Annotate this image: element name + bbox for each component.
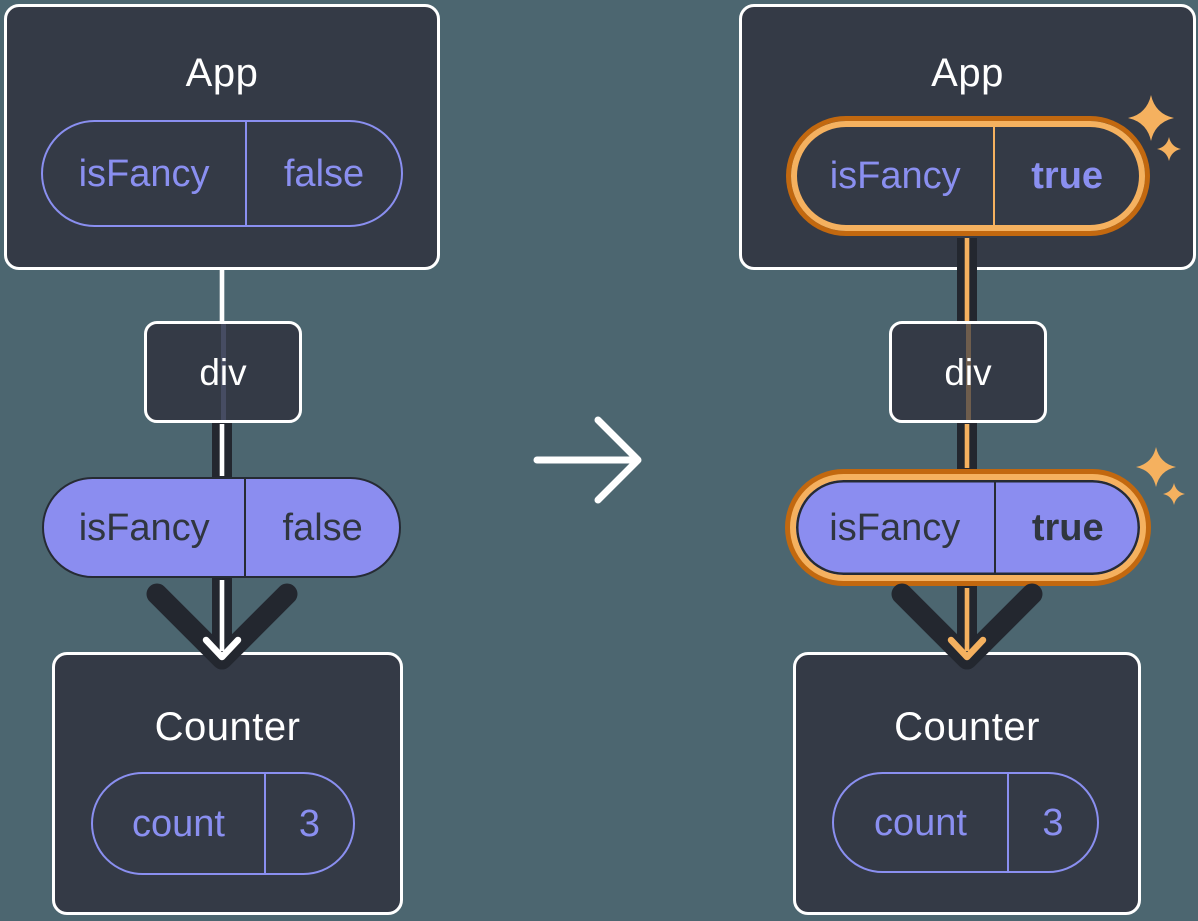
state-value: true bbox=[1031, 155, 1104, 197]
prop-line-through-div bbox=[220, 324, 226, 420]
before-flow-core bbox=[219, 580, 225, 651]
after-arrowhead-icon bbox=[891, 583, 1043, 670]
before-div-to-pill-band bbox=[212, 423, 232, 479]
before-div-card: div bbox=[144, 321, 302, 423]
before-pill-to-counter-band bbox=[212, 576, 232, 650]
state-value: 3 bbox=[1042, 801, 1064, 844]
before-counter-title: Counter bbox=[154, 705, 301, 749]
before-counter-card: Counter count 3 bbox=[52, 652, 403, 915]
before-arrowhead-icon bbox=[146, 583, 298, 670]
state-name: count bbox=[834, 774, 1009, 871]
state-name: count bbox=[93, 774, 266, 873]
after-div-card: div bbox=[889, 321, 1047, 423]
before-counter-state-pill: count 3 bbox=[91, 772, 355, 875]
after-counter-state-pill: count 3 bbox=[832, 772, 1099, 873]
after-pill-to-counter-band bbox=[957, 584, 977, 650]
before-app-card: App isFancy false bbox=[4, 4, 440, 270]
after-div-label: div bbox=[944, 351, 992, 393]
sparkles-icon-bottom bbox=[1136, 447, 1185, 505]
after-flow-core bbox=[964, 588, 970, 651]
after-counter-card: Counter count 3 bbox=[793, 652, 1141, 915]
after-passed-prop-pill-highlighted: isFancy true bbox=[790, 474, 1146, 581]
before-app-title: App bbox=[185, 51, 259, 95]
before-passed-prop-pill: isFancy false bbox=[42, 477, 401, 578]
after-flow-core bbox=[964, 424, 970, 468]
prop-value: false bbox=[282, 506, 363, 549]
state-value: false bbox=[283, 152, 365, 195]
prop-name: isFancy bbox=[796, 480, 996, 575]
after-app-card: App isFancy true bbox=[739, 4, 1196, 270]
prop-value: true bbox=[1031, 506, 1104, 549]
before-div-label: div bbox=[199, 351, 247, 393]
after-div-to-pill-band bbox=[957, 423, 977, 471]
prop-line-through-div bbox=[965, 324, 971, 420]
state-name: isFancy bbox=[43, 122, 248, 225]
state-value: 3 bbox=[298, 802, 321, 845]
state-name: isFancy bbox=[797, 127, 996, 225]
prop-name: isFancy bbox=[44, 479, 247, 576]
after-app-state-pill-highlighted: isFancy true bbox=[791, 121, 1145, 231]
after-app-title: App bbox=[931, 51, 1004, 95]
before-app-state-pill: isFancy false bbox=[41, 120, 403, 227]
before-flow-core bbox=[219, 424, 225, 476]
after-counter-title: Counter bbox=[894, 705, 1040, 749]
transition-arrow-icon bbox=[533, 416, 642, 504]
before-app-to-div-line bbox=[219, 267, 225, 324]
